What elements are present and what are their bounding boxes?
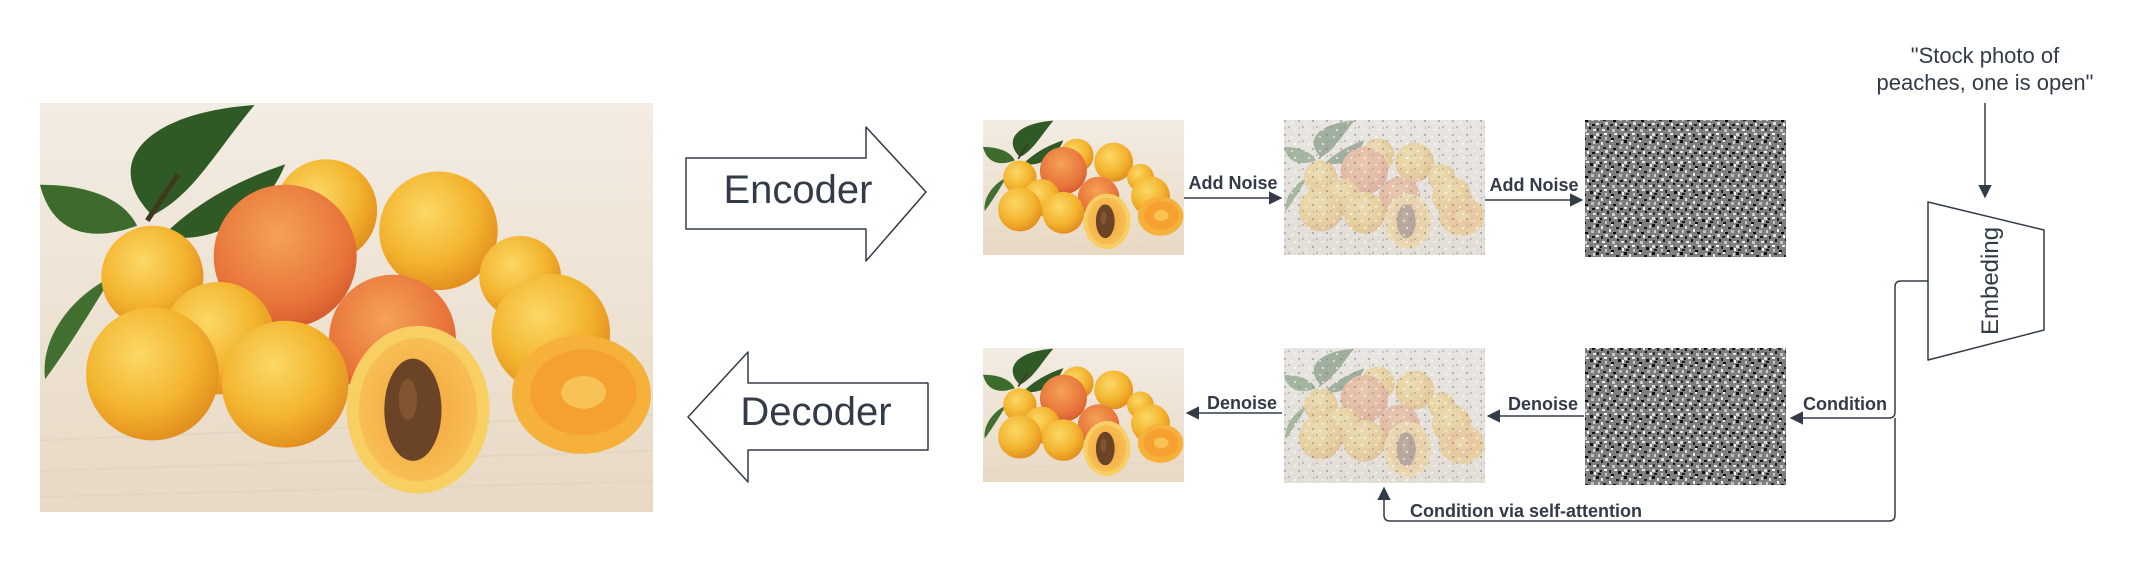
- prompt-text: "Stock photo of peaches, one is open": [1877, 43, 2094, 95]
- edge-label-denoise-2: Denoise: [1508, 394, 1578, 414]
- prompt-line-2: peaches, one is open": [1877, 70, 2094, 95]
- reverse-partial-noise-image: [1284, 348, 1485, 483]
- forward-partial-noise-image: [1284, 120, 1485, 255]
- decoder-label: Decoder: [740, 390, 891, 434]
- prompt-line-1: "Stock photo of: [1911, 43, 2060, 68]
- edge-add-noise-2: Add Noise: [1485, 175, 1584, 207]
- edge-condition: Condition: [1789, 280, 1928, 425]
- embedding-label: Embeding: [1977, 227, 2004, 335]
- edge-label-add-noise-2: Add Noise: [1489, 175, 1578, 195]
- edge-denoise-1: Denoise: [1185, 393, 1282, 420]
- decoder-arrow: Decoder: [687, 351, 929, 483]
- forward-clean-image: [983, 120, 1184, 255]
- edge-label-add-noise-1: Add Noise: [1188, 173, 1277, 193]
- encoder-arrow: Encoder: [685, 126, 927, 262]
- encoder-label: Encoder: [724, 168, 873, 212]
- source-photo: [40, 103, 653, 512]
- edge-denoise-2: Denoise: [1486, 394, 1584, 423]
- edge-condition-self-attention: Condition via self-attention: [1377, 418, 1896, 522]
- forward-full-noise-image: [1585, 120, 1786, 257]
- edge-add-noise-1: Add Noise: [1184, 173, 1283, 205]
- edge-label-condition: Condition: [1803, 394, 1887, 414]
- edge-label-condition-self-attention: Condition via self-attention: [1410, 501, 1642, 521]
- reverse-full-noise-image: [1585, 348, 1786, 485]
- embedding-block: Embeding: [1927, 201, 2045, 361]
- reverse-clean-image: [983, 348, 1184, 482]
- edge-label-denoise-1: Denoise: [1207, 393, 1277, 413]
